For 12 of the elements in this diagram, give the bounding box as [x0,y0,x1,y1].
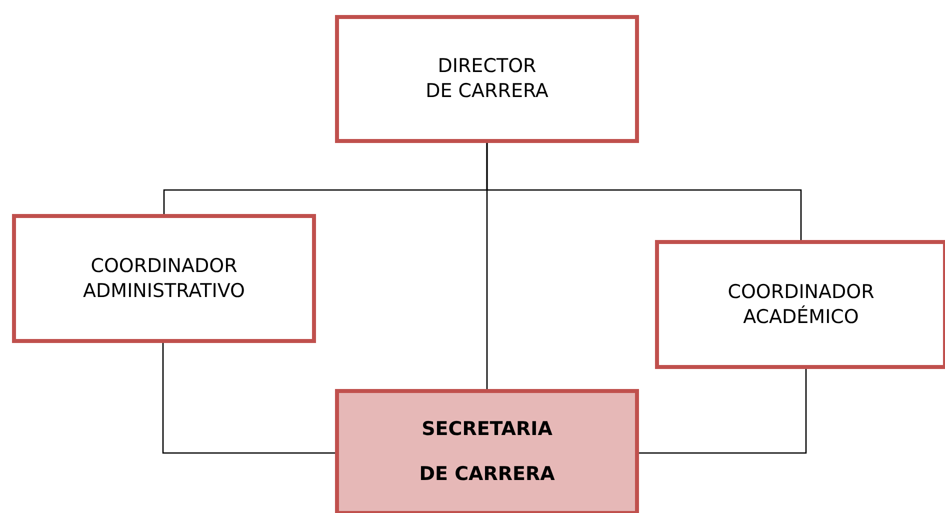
role-title: DE CARRERA [419,462,555,487]
role-title: SECRETARIA [422,417,552,442]
org-box [335,15,639,143]
org-box [12,214,316,343]
org-box [655,240,945,369]
connector-line [486,143,488,389]
role-title: DIRECTOR DE CARRERA [424,54,550,104]
org-box [335,389,639,513]
role-title: COORDINADOR ACADÉMICO [726,280,876,330]
role-title: COORDINADOR ADMINISTRATIVO [82,254,246,304]
connector-line [639,369,807,454]
connector-line [162,343,335,454]
